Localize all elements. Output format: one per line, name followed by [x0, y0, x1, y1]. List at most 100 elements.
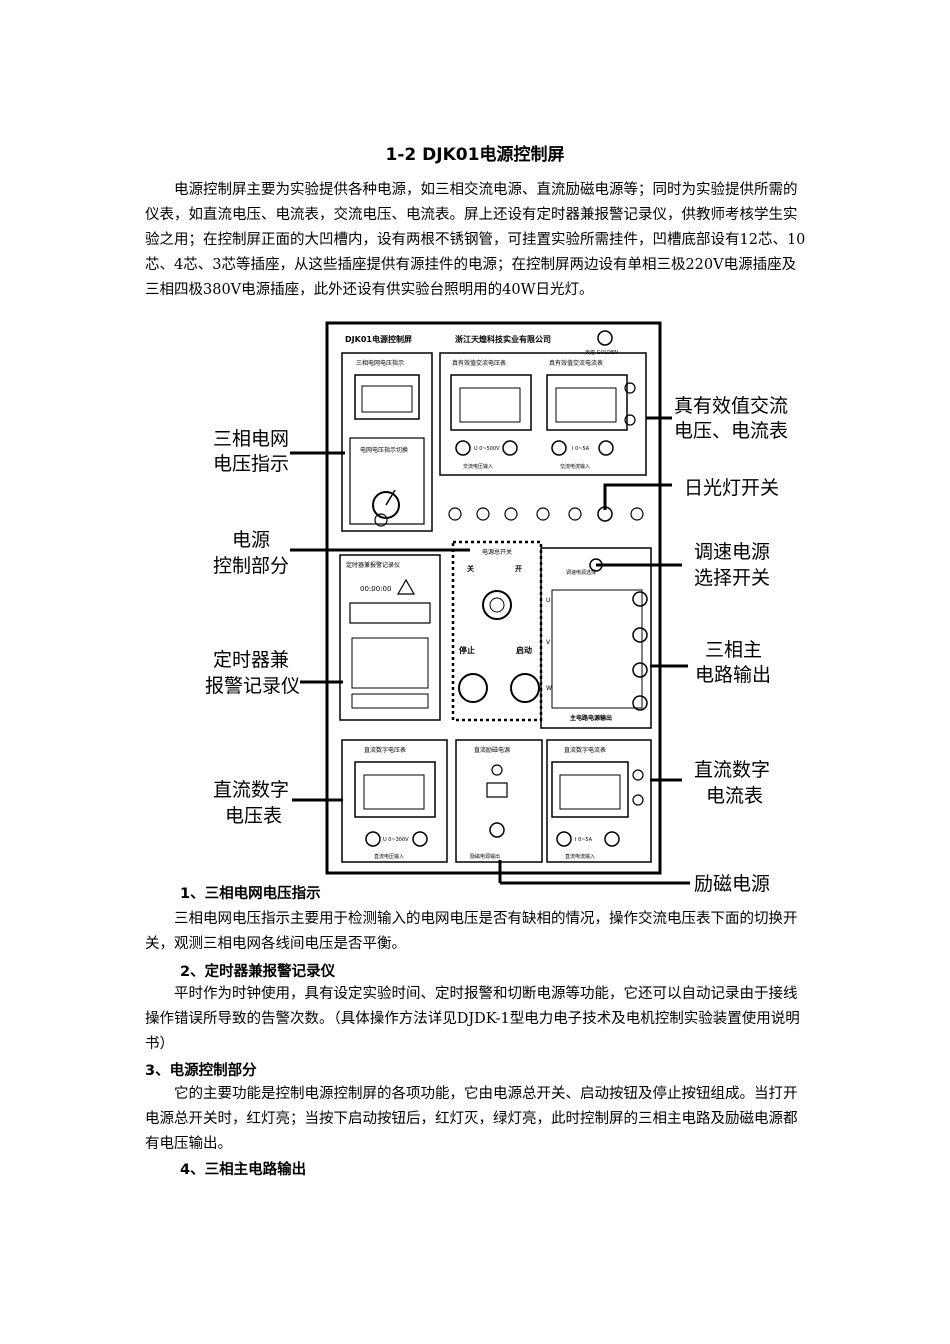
output-terminal-icon	[632, 591, 648, 607]
indicator-icon	[624, 382, 636, 394]
callout-three-phase-1: 三相电网	[213, 428, 289, 450]
callout-dc-voltmeter-2: 电压表	[225, 805, 282, 827]
excitation-fuse-icon	[489, 822, 505, 838]
callout-main-output-2: 电路输出	[695, 664, 771, 686]
callout-dc-ammeter-1: 直流数字	[694, 759, 770, 781]
excitation-indicator	[486, 782, 508, 798]
callout-power-1: 电源	[232, 529, 270, 551]
power-off-label: 关	[467, 564, 474, 573]
start-label: 启动	[516, 645, 532, 655]
output-terminal-icon	[632, 695, 648, 711]
main-output-title: 主电路电源输出	[570, 714, 612, 722]
key-switch-icon	[482, 590, 512, 620]
ac-ammeter-title: 真有效值交流电流表	[549, 359, 603, 367]
callout-ac-meters-1: 真有效值交流	[674, 395, 788, 417]
power-on-label: 开	[515, 565, 522, 573]
ac-v-input-label: 交流电压输入	[463, 463, 493, 470]
ac-a-range: I 0~5A	[572, 446, 590, 452]
dc-v-terminal-icon	[412, 831, 428, 847]
callout-excitation: 励磁电源	[694, 873, 770, 895]
section-1-body: 三相电网电压指示主要用于检测输入的电网电压是否有缺相的情况，操作交流电压表下面的…	[145, 911, 798, 952]
three-phase-module-title: 三相电网电压指示	[356, 359, 404, 367]
start-button-icon	[510, 673, 540, 703]
dc-a-input-label: 直流电流输入	[565, 853, 595, 860]
dc-a-terminal-icon	[556, 831, 572, 847]
timer-module	[339, 554, 441, 721]
indicator-icon	[632, 794, 644, 806]
dc-voltmeter-display	[354, 761, 436, 818]
callout-timer-1: 定时器兼	[213, 649, 289, 671]
dc-v-range: U 0~300V	[383, 837, 409, 843]
logo-icon	[597, 330, 613, 346]
ac-voltmeter-title: 真有效值交流电压表	[452, 359, 506, 367]
ac-a-input-label: 交流电流输入	[560, 463, 590, 470]
ac-a-terminal-icon	[551, 440, 567, 456]
ac-voltmeter-display	[450, 374, 532, 431]
dc-a-range: I 0~5A	[575, 837, 593, 843]
phase-v-label: V	[546, 639, 551, 646]
fuse-icon	[448, 507, 462, 521]
timer-time: 00:00:00	[360, 585, 391, 593]
dc-voltmeter-title: 直流数字电压表	[364, 746, 406, 754]
three-phase-module	[341, 352, 433, 532]
timer-title: 定时器兼报警记录仪	[346, 561, 400, 569]
dc-ammeter-display	[551, 761, 629, 818]
fuse-icon	[476, 507, 490, 521]
fuse-icon	[374, 513, 388, 527]
control-panel-diagram: DJK01电源控制屏 浙江天煌科技实业有限公司 天煌 GOLDEN 三相电网电压…	[205, 321, 788, 895]
timer-button-row	[351, 693, 429, 709]
output-terminal-icon	[632, 627, 648, 643]
power-switch-title: 电源总开关	[482, 548, 512, 556]
excitation-switch-icon	[491, 764, 503, 776]
section-2-body: 平时作为时钟使用，具有设定实验时间、定时报警和切断电源等功能，它还可以自动记录由…	[145, 986, 800, 1052]
callout-timer-2: 报警记录仪	[205, 675, 300, 697]
intro-paragraph: 电源控制屏主要为实验提供各种电源，如三相交流电源、直流励磁电源等；同时为实验提供…	[145, 182, 806, 298]
section-3-body: 它的主要功能是控制电源控制屏的各项功能，它由电源总开关、启动按钮及停止按钮组成。…	[145, 1086, 798, 1152]
switch-title: 电网电压指示切换	[360, 446, 408, 454]
fuse-icon	[568, 507, 582, 521]
section-3-heading: 3、电源控制部分	[145, 1063, 257, 1079]
speed-select-title: 调速电源选择	[566, 569, 596, 576]
dc-v-input-label: 直流电压输入	[374, 853, 404, 860]
ac-ammeter-display	[546, 374, 628, 431]
section-2-heading: 2、定时器兼报警记录仪	[180, 964, 336, 980]
callout-main-output-1: 三相主	[705, 639, 762, 661]
fuse-icon	[536, 507, 550, 521]
stop-label: 停止	[459, 645, 475, 655]
leader-fluorescent	[603, 483, 672, 510]
callout-dc-ammeter-2: 电流表	[706, 785, 763, 807]
ac-v-range: U 0~500V	[474, 446, 500, 452]
three-phase-display	[354, 374, 420, 420]
panel-header-center: 浙江天煌科技实业有限公司	[455, 334, 551, 344]
excitation-title: 直流励磁电源	[474, 746, 510, 754]
callout-speed-2: 选择开关	[694, 567, 770, 589]
dc-v-terminal-icon	[365, 831, 381, 847]
fuse-icon	[630, 507, 644, 521]
panel-header-left: DJK01电源控制屏	[345, 334, 412, 344]
callout-ac-meters-2: 电压、电流表	[674, 420, 788, 442]
warning-icon	[396, 578, 416, 595]
output-terminal-icon	[632, 662, 648, 678]
phase-w-label: W	[546, 685, 552, 692]
callout-three-phase-2: 电压指示	[213, 453, 289, 475]
phase-u-label: U	[546, 597, 550, 604]
section-1-heading: 1、三相电网电压指示	[180, 886, 321, 902]
selector-knob-icon	[372, 491, 400, 519]
ac-v-terminal-icon	[455, 440, 471, 456]
callout-dc-voltmeter-1: 直流数字	[213, 779, 289, 801]
dc-ammeter-title: 直流数字电流表	[564, 746, 606, 754]
dc-ammeter-module	[546, 739, 652, 863]
fuse-icon	[504, 507, 518, 521]
section-4-heading: 4、三相主电路输出	[180, 1162, 307, 1178]
callout-speed-1: 调速电源	[694, 541, 770, 563]
ac-v-terminal-icon	[502, 440, 518, 456]
ac-a-terminal-icon	[598, 440, 614, 456]
main-output-module	[540, 547, 652, 729]
page-title: 1-2 DJK01电源控制屏	[385, 145, 565, 165]
ac-meters-module	[439, 352, 647, 476]
switch-box	[349, 437, 425, 525]
dc-a-terminal-icon	[604, 831, 620, 847]
callout-power-2: 控制部分	[213, 555, 289, 577]
callout-fluorescent: 日光灯开关	[684, 477, 779, 499]
timer-digit-display	[349, 602, 431, 624]
